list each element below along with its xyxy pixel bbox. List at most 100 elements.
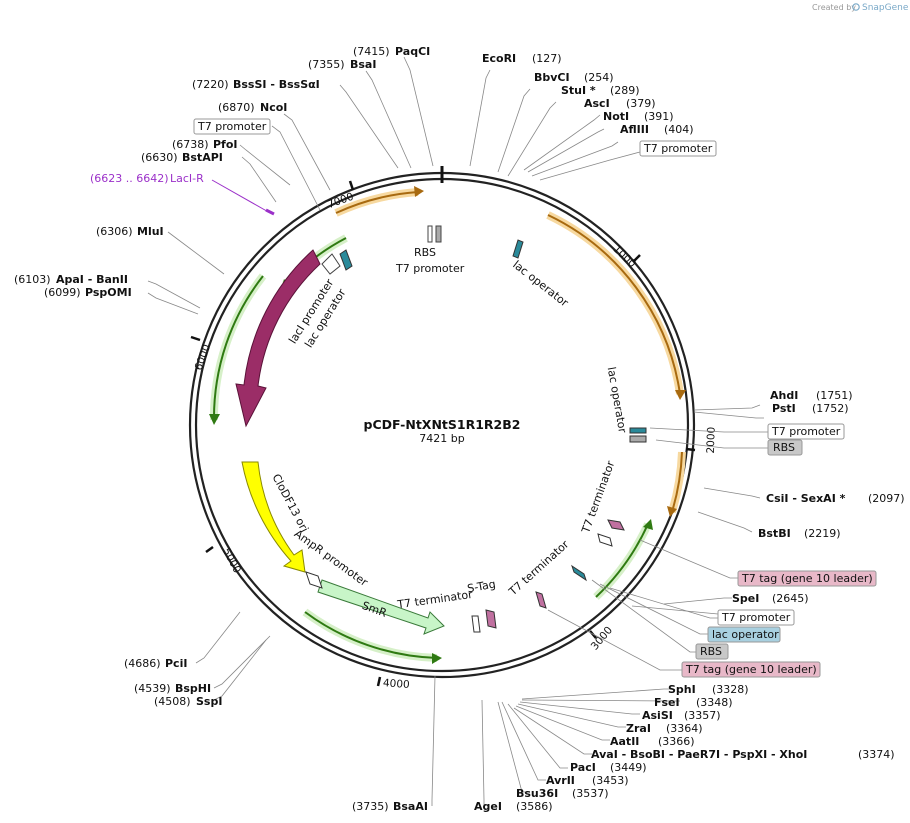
- rbs-box-2-text: RBS: [700, 645, 722, 658]
- site-name: StuI *: [561, 84, 596, 97]
- site-pos: (3328): [712, 683, 749, 696]
- snapgene-brand: SnapGene: [862, 3, 909, 13]
- lac-operator-inner-label: lac operator: [510, 258, 571, 310]
- site-name: AscI: [584, 97, 610, 110]
- site-name: SpeI: [732, 592, 759, 605]
- t7-terminator-right-mark: [597, 533, 613, 547]
- site-pos: (391): [644, 110, 674, 123]
- site-pos: (1752): [812, 402, 849, 415]
- site-name: ZraI: [626, 722, 651, 735]
- site-name: PspOMI: [85, 286, 132, 299]
- orf-top-arrowhead: [414, 186, 424, 197]
- site-name: AgeI: [474, 800, 502, 813]
- orf-green-3-arrowhead: [643, 519, 653, 530]
- orf-top: [335, 191, 419, 214]
- site-pos: (7415): [353, 45, 390, 58]
- t7-terminator-mid-mark: [535, 591, 547, 609]
- tick-4000: [376, 676, 382, 687]
- site-name: BbvCI: [534, 71, 570, 84]
- s-tag-label: S-Tag: [466, 578, 496, 596]
- t7-terminator-left-label: T7 terminator: [396, 588, 474, 612]
- site-name: MluI: [137, 225, 164, 238]
- site-pos: (4539): [134, 682, 171, 695]
- restriction-sites: (7415) PaqCI (7355) BsaI (7220) BssSI - …: [14, 45, 905, 813]
- rbs-inner-label: RBS: [414, 246, 436, 259]
- site-name: SspI: [196, 695, 222, 708]
- orf-green-2-arrowhead: [209, 414, 220, 425]
- t7-promoter-box-2: [639, 140, 717, 157]
- lac-operator-left-mark: [339, 249, 353, 271]
- site-pos: (3449): [610, 761, 647, 774]
- tick-label-4000: 4000: [383, 677, 411, 691]
- t7-terminator-mid-label: T7 terminator: [506, 537, 572, 598]
- rbs-box-1-text: RBS: [773, 441, 795, 454]
- site-pos: (3453): [592, 774, 629, 787]
- site-pos: (3374): [858, 748, 895, 761]
- site-name: AvrII: [546, 774, 575, 787]
- site-name: AvaI - BsoBI - PaeR7I - PspXI - XhoI: [591, 748, 807, 761]
- site-pos: (6306): [96, 225, 133, 238]
- orf-green-2: [212, 275, 264, 421]
- orf-green-3: [595, 523, 649, 598]
- primer-name: LacI-R: [170, 172, 204, 185]
- site-name: BstBI: [758, 527, 791, 540]
- laci-feature: [235, 249, 321, 428]
- t7-tag-box-2-text: T7 tag (gene 10 leader): [685, 663, 817, 676]
- site-name: PfoI: [213, 138, 238, 151]
- orf-right: [547, 214, 681, 395]
- rbs-box-1: [767, 439, 803, 456]
- site-pos: (6099): [44, 286, 81, 299]
- orf-green-4-arrowhead: [432, 653, 442, 664]
- t7-promoter-top-mark: [427, 225, 433, 243]
- site-pos: (3735): [352, 800, 389, 813]
- site-pos: (3357): [684, 709, 721, 722]
- site-pos: (3366): [658, 735, 695, 748]
- site-name: CsiI - SexAI *: [766, 492, 846, 505]
- site-name: AatII: [610, 735, 639, 748]
- tick-5000: [205, 545, 214, 554]
- snapgene-logo-icon: [852, 3, 860, 11]
- t7-promoter-box-3-text: T7 promoter: [771, 425, 841, 438]
- t7-promoter-box-2-text: T7 promoter: [643, 142, 713, 155]
- plasmid-size: 7421 bp: [419, 432, 464, 445]
- small-features: [305, 225, 647, 633]
- site-pos: (4686): [124, 657, 161, 670]
- laci-promoter-mark: [321, 253, 341, 275]
- site-name: BssSI - BssSαI: [233, 78, 320, 91]
- t7-promoter-inner-label: T7 promoter: [395, 262, 465, 275]
- site-pos: (7220): [192, 78, 229, 91]
- site-name: Bsu36I: [516, 787, 558, 800]
- created-by-text: Created by: [812, 3, 856, 12]
- site-pos: (2645): [772, 592, 809, 605]
- t7-tag-box-1-text: T7 tag (gene 10 leader): [741, 572, 873, 585]
- plasmid-name: pCDF-NtXNtS1R1R2B2: [364, 417, 521, 432]
- site-name: SphI: [668, 683, 696, 696]
- lac-operator-lower-mark: [571, 564, 587, 582]
- site-pos: (379): [626, 97, 656, 110]
- site-pos: (1751): [816, 389, 853, 402]
- t7-promoter-box-4-text: T7 promoter: [721, 611, 791, 624]
- tick-7000: [348, 180, 355, 191]
- site-pos: (289): [610, 84, 640, 97]
- orf-green-4: [304, 611, 438, 659]
- t7-promoter-box-1: [193, 118, 271, 135]
- site-name: ApaI - BanII: [56, 273, 128, 286]
- rbs-right-mark: [629, 435, 647, 443]
- site-pos: (7355): [308, 58, 345, 71]
- t7-tag-mark: [607, 519, 625, 531]
- s-tag-mark: [485, 609, 497, 629]
- site-pos: (2097): [868, 492, 905, 505]
- primer-leader: [211, 179, 273, 215]
- site-pos: (3364): [666, 722, 703, 735]
- primer-mark: [265, 208, 275, 216]
- site-pos: (2219): [804, 527, 841, 540]
- t7-promoter-box-1-text: T7 promoter: [197, 120, 267, 133]
- site-pos: (6870): [218, 101, 255, 114]
- site-name: PaqCI: [395, 45, 430, 58]
- orf-right-arrowhead: [675, 390, 686, 400]
- site-name: EcoRI: [482, 52, 516, 65]
- smr-feature: [317, 579, 445, 635]
- t7-tag-box-2: [681, 661, 821, 678]
- site-pos: (6738): [172, 138, 209, 151]
